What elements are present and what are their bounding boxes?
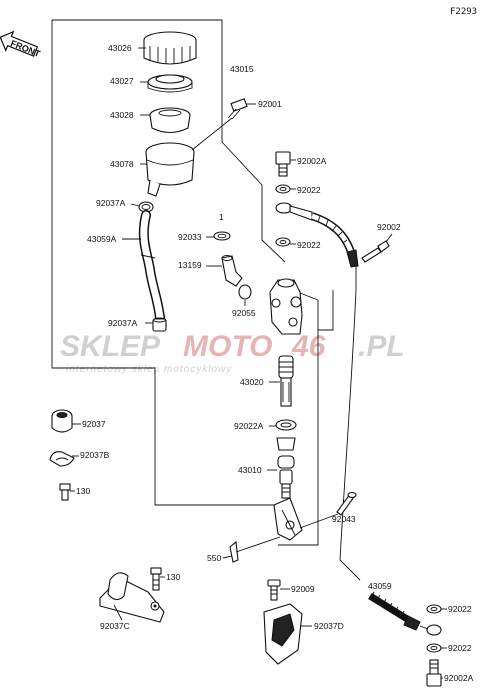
label-43015: 43015 xyxy=(230,64,254,74)
label-92043: 92043 xyxy=(332,514,356,524)
banjo-bolt-top xyxy=(275,151,291,177)
label-92022-a: 92022 xyxy=(297,185,321,195)
label-92037D: 92037D xyxy=(314,621,344,631)
label-130-b: 130 xyxy=(166,572,180,582)
washer-92022-lower-b xyxy=(426,643,442,653)
screw-92009 xyxy=(267,579,281,601)
front-label: FRONT xyxy=(9,38,42,59)
label-550: 550 xyxy=(207,553,221,563)
label-92002A-top: 92002A xyxy=(297,156,327,166)
circlip-92033 xyxy=(213,231,231,241)
note-mark: 1 xyxy=(219,212,224,222)
grommet-92037 xyxy=(51,409,73,433)
front-arrow: FRONT xyxy=(0,30,42,59)
label-92022-c: 92022 xyxy=(448,604,472,614)
push-rod-assembly xyxy=(276,437,296,499)
label-92033: 92033 xyxy=(178,232,202,242)
watermark-brand-3: 46 xyxy=(291,330,326,363)
washer-92022-mid xyxy=(275,237,291,247)
label-92009: 92009 xyxy=(291,584,315,594)
label-130-a: 130 xyxy=(76,486,90,496)
label-92002A-bot: 92002A xyxy=(444,673,474,683)
banjo-bolt-bottom xyxy=(426,659,442,687)
watermark-brand-1: SKLEP xyxy=(60,330,161,363)
banjo-fitting-top xyxy=(275,202,313,221)
watermark-brand-4: .PL xyxy=(358,330,405,363)
label-43078: 43078 xyxy=(110,159,134,169)
label-92022A: 92022A xyxy=(234,421,264,431)
part-labels: 43026 43015 43027 43028 92001 43078 9200… xyxy=(70,43,474,683)
washer-92022-top xyxy=(275,184,291,194)
bolt-130-lower xyxy=(150,567,162,591)
master-cylinder-body xyxy=(269,278,319,335)
watermark-brand-2: MOTO xyxy=(183,330,272,363)
label-92037A-bot: 92037A xyxy=(108,318,138,328)
label-43027: 43027 xyxy=(110,76,134,86)
label-92022-d: 92022 xyxy=(448,643,472,653)
reservoir-body xyxy=(145,142,195,197)
clevis-pin xyxy=(336,491,357,516)
label-92037: 92037 xyxy=(82,419,106,429)
label-43028: 43028 xyxy=(110,110,134,120)
bracket-92037C xyxy=(99,572,165,623)
label-92022-b: 92022 xyxy=(297,240,321,250)
bolt-130-left xyxy=(59,483,71,501)
clevis xyxy=(273,497,303,541)
label-92002: 92002 xyxy=(377,222,401,232)
label-43010: 43010 xyxy=(238,465,262,475)
hose-end-fitting xyxy=(346,249,359,268)
hose-clamp-bottom xyxy=(152,317,167,332)
fitting-13159 xyxy=(221,255,243,287)
label-43059: 43059 xyxy=(368,581,392,591)
brake-hose-lower xyxy=(368,591,442,636)
bolt-92002 xyxy=(361,240,390,263)
reservoir-cap xyxy=(143,31,197,65)
label-43059A: 43059A xyxy=(87,234,117,244)
label-92037C: 92037C xyxy=(100,621,130,631)
o-ring-92055 xyxy=(238,284,252,300)
clamp-92037B xyxy=(49,451,75,467)
label-43020: 43020 xyxy=(240,377,264,387)
label-92001: 92001 xyxy=(258,99,282,109)
diaphragm-plate xyxy=(147,74,193,93)
piston-assembly xyxy=(278,355,294,407)
leader-92001-to-body xyxy=(191,117,233,151)
watermark: SKLEP MOTO 46 .PL internetowy sklep moto… xyxy=(60,330,405,375)
washer-92022A xyxy=(275,419,297,431)
label-92037B: 92037B xyxy=(80,450,110,460)
label-13159: 13159 xyxy=(178,260,202,270)
cotter-pin xyxy=(229,536,281,563)
guard-92037D xyxy=(263,603,303,665)
screw-92001 xyxy=(227,98,248,120)
diaphragm xyxy=(149,107,191,134)
watermark-tagline: internetowy sklep motocyklowy xyxy=(66,364,232,375)
washer-92022-lower-a xyxy=(426,604,442,614)
label-92055: 92055 xyxy=(232,308,256,318)
brake-hose-route xyxy=(339,266,361,581)
diagram-code: F2293 xyxy=(450,7,477,17)
label-43026: 43026 xyxy=(108,43,132,53)
label-92037A-top: 92037A xyxy=(96,198,126,208)
